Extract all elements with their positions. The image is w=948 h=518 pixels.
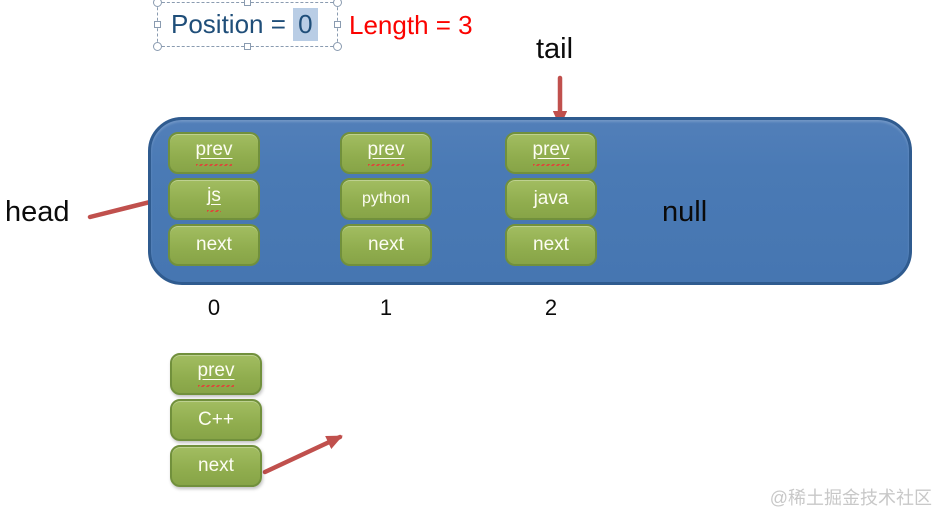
arrow-detached-next[interactable] xyxy=(262,434,343,475)
position-textbox-selection[interactable]: Position = 0 xyxy=(153,0,342,51)
watermark: @稀土掘金技术社区 xyxy=(769,488,932,508)
tail-label[interactable]: tail xyxy=(536,33,574,65)
next-label: next xyxy=(368,234,404,255)
node-0-prev-cell[interactable]: prev xyxy=(168,132,260,174)
node-0-next-cell[interactable]: next xyxy=(168,224,260,266)
null-label[interactable]: null xyxy=(662,196,708,228)
node-2-prev-cell[interactable]: prev xyxy=(505,132,597,174)
selection-handle[interactable] xyxy=(334,20,341,28)
node-0[interactable]: prev js next xyxy=(168,120,260,282)
node-2-value-cell[interactable]: java xyxy=(505,178,597,220)
length-label[interactable]: Length = 3 xyxy=(349,10,473,40)
node-2-index: 2 xyxy=(544,295,558,320)
next-label: next xyxy=(196,234,232,255)
detached-value-cell[interactable]: C++ xyxy=(170,399,262,441)
selection-handle[interactable] xyxy=(153,0,162,7)
selection-handle[interactable] xyxy=(243,43,251,50)
node-0-index: 0 xyxy=(207,295,221,320)
prev-label: prev xyxy=(195,139,233,167)
detached-node[interactable]: prev C++ next xyxy=(170,353,262,487)
detached-next-cell[interactable]: next xyxy=(170,445,262,487)
value-label: C++ xyxy=(198,409,234,430)
node-1-prev-cell[interactable]: prev xyxy=(340,132,432,174)
value-label: java xyxy=(533,188,569,209)
prev-label: prev xyxy=(532,139,570,167)
node-1[interactable]: prev python next xyxy=(340,120,432,282)
value-label: js xyxy=(207,185,221,213)
position-label-text: Position = xyxy=(171,9,294,39)
next-label: next xyxy=(533,234,569,255)
position-label[interactable]: Position = 0 xyxy=(158,3,337,46)
node-1-index: 1 xyxy=(379,295,393,320)
head-label[interactable]: head xyxy=(5,196,70,228)
prev-label: prev xyxy=(367,139,405,167)
node-1-next-cell[interactable]: next xyxy=(340,224,432,266)
selection-handle[interactable] xyxy=(243,0,251,6)
node-0-value-cell[interactable]: js xyxy=(168,178,260,220)
node-2-next-cell[interactable]: next xyxy=(505,224,597,266)
position-value-highlighted: 0 xyxy=(293,8,318,41)
next-label: next xyxy=(198,455,234,476)
value-label: python xyxy=(361,190,411,207)
prev-label: prev xyxy=(197,360,235,388)
node-2[interactable]: prev java next xyxy=(505,120,597,282)
detached-prev-cell[interactable]: prev xyxy=(170,353,262,395)
selection-handle[interactable] xyxy=(153,42,162,51)
list-container[interactable]: prev js next prev python next prev java … xyxy=(148,117,912,285)
selection-handle[interactable] xyxy=(333,42,342,51)
node-1-value-cell[interactable]: python xyxy=(340,178,432,220)
selection-handle[interactable] xyxy=(154,20,161,28)
selection-handle[interactable] xyxy=(333,0,342,7)
